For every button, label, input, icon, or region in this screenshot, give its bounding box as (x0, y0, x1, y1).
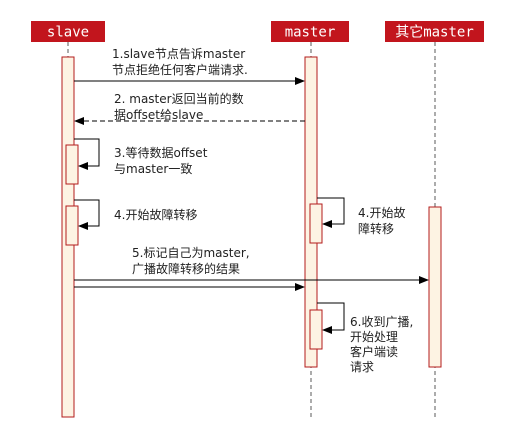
activation-slave-failover (65, 205, 79, 246)
message-6-line-2: 开始处理 (350, 330, 398, 344)
self-arrow-m4a (74, 199, 100, 230)
message-6-line-1: 6.收到广播, (350, 315, 413, 329)
message-6-line-4: 请求 (350, 360, 374, 374)
self-arrow-m4b (317, 197, 345, 228)
message-2-line-2: 据offset给slave (114, 108, 203, 122)
participant-slave-label: slave (47, 25, 89, 41)
message-3-text: 3.等待数据offset 与master一致 (114, 145, 211, 176)
message-5-line-2: 广播故障转移的结果 (132, 261, 240, 276)
participant-slave: slave (31, 21, 105, 42)
message-1-line-1: 1.slave节点告诉master (112, 47, 245, 61)
activation-master-failover (309, 203, 323, 244)
participant-other-master-box (385, 21, 484, 42)
message-4b-line-1: 4.开始故 (358, 205, 405, 220)
message-1-line-2: 节点拒绝任何客户端请求. (112, 62, 248, 77)
message-4a-text: 4.开始故障转移 (114, 207, 197, 222)
message-6-line-3: 客户端读 (350, 344, 398, 359)
activation-other-master (428, 206, 442, 368)
activation-master-read (309, 309, 323, 350)
participant-master-box (271, 21, 349, 42)
message-3-line-1: 3.等待数据offset (114, 145, 208, 160)
message-2-line-1: 2. master返回当前的数 (114, 91, 244, 106)
participant-other-master: 其它master (385, 21, 484, 42)
participant-master-label: master (285, 25, 336, 41)
message-1-text: 1.slave节点告诉master 节点拒绝任何客户端请求. (112, 47, 249, 77)
message-5-text: 5.标记自己为master, 广播故障转移的结果 (132, 246, 253, 276)
self-arrow-m3 (74, 138, 100, 170)
participant-master: master (271, 21, 349, 42)
message-4b-text: 4.开始故 障转移 (358, 205, 409, 236)
message-5-line-1: 5.标记自己为master, (132, 246, 250, 260)
message-4b-line-2: 障转移 (358, 221, 394, 236)
message-4a-line-1: 4.开始故障转移 (114, 207, 197, 222)
message-2-text: 2. master返回当前的数 据offset给slave (114, 91, 247, 122)
self-arrow-m6 (317, 302, 345, 334)
message-3-line-2: 与master一致 (114, 162, 192, 176)
message-6-text: 6.收到广播, 开始处理 客户端读 请求 (350, 315, 417, 374)
participant-slave-box (31, 21, 105, 42)
activation-slave-wait (65, 144, 79, 185)
participant-other-master-label: 其它master (395, 24, 474, 41)
